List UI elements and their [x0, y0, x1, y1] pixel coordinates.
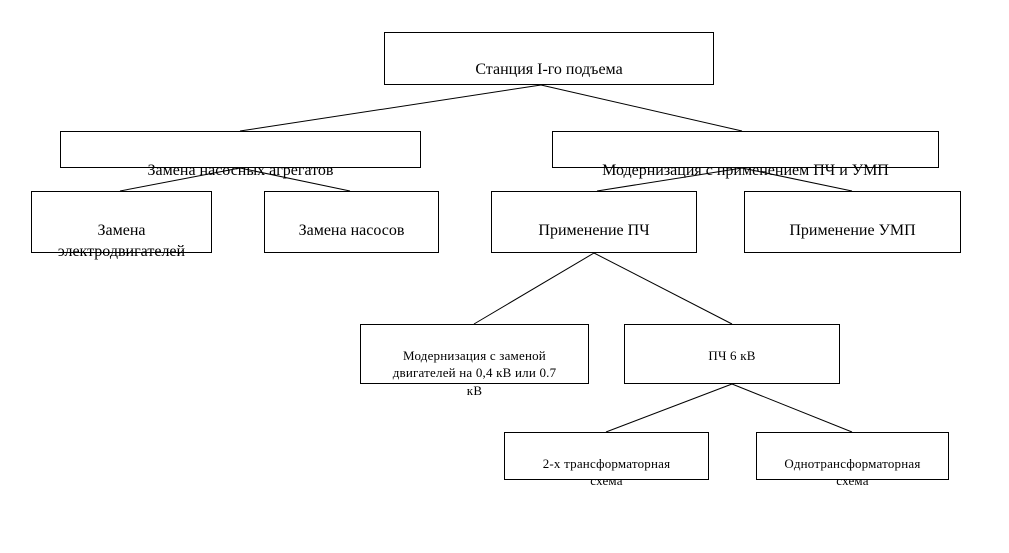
node-pch-application: Применение ПЧ: [491, 191, 697, 253]
connector-root-pumps: [239, 84, 542, 132]
node-motor-replacement: Замена электродвигателей: [31, 191, 212, 260]
node-modernization-label: Модернизация с применением ПЧ и УМП: [602, 161, 889, 179]
connector-pch-modern-motors: [473, 252, 595, 325]
node-pump-replacement: Замена насосных агрегатов: [60, 131, 421, 179]
node-two-transformer-scheme: 2-х трансформаторная схема: [504, 432, 709, 488]
connector-pch6-one-trans: [731, 383, 853, 433]
node-motor-replacement-label: Замена электродвигателей: [57, 221, 186, 260]
root-node-station: Станция I-го подъема: [384, 32, 714, 85]
node-two-transformer-scheme-label: 2-х трансформаторная схема: [542, 455, 671, 488]
node-ump-application-label: Применение УМП: [789, 221, 916, 239]
node-pumps-replacement: Замена насосов: [264, 191, 439, 253]
node-pch-6kv-label: ПЧ 6 кВ: [708, 347, 756, 363]
connector-pch-pch6: [593, 252, 733, 325]
connector-pch6-two-trans: [605, 383, 733, 433]
node-pump-replacement-label: Замена насосных агрегатов: [147, 161, 334, 179]
connector-modern-pch: [596, 167, 743, 192]
connector-root-modern: [540, 84, 743, 132]
node-motor-modernization: Модернизация с заменой двигателей на 0,4…: [360, 324, 589, 398]
connector-pumps-pumps: [239, 167, 351, 192]
node-ump-application: Применение УМП: [744, 191, 961, 253]
connector-modern-ump: [741, 167, 853, 192]
connector-pumps-motors: [119, 167, 241, 192]
node-pch-application-label: Применение ПЧ: [538, 221, 650, 239]
node-motor-modernization-label: Модернизация с заменой двигателей на 0,4…: [392, 347, 557, 398]
root-node-label: Станция I-го подъема: [475, 60, 623, 78]
node-modernization: Модернизация с применением ПЧ и УМП: [552, 131, 939, 179]
node-one-transformer-scheme: Однотрансформаторная схема: [756, 432, 949, 488]
node-pumps-replacement-label: Замена насосов: [298, 221, 405, 239]
node-pch-6kv: ПЧ 6 кВ: [624, 324, 840, 384]
node-one-transformer-scheme-label: Однотрансформаторная схема: [784, 455, 921, 488]
